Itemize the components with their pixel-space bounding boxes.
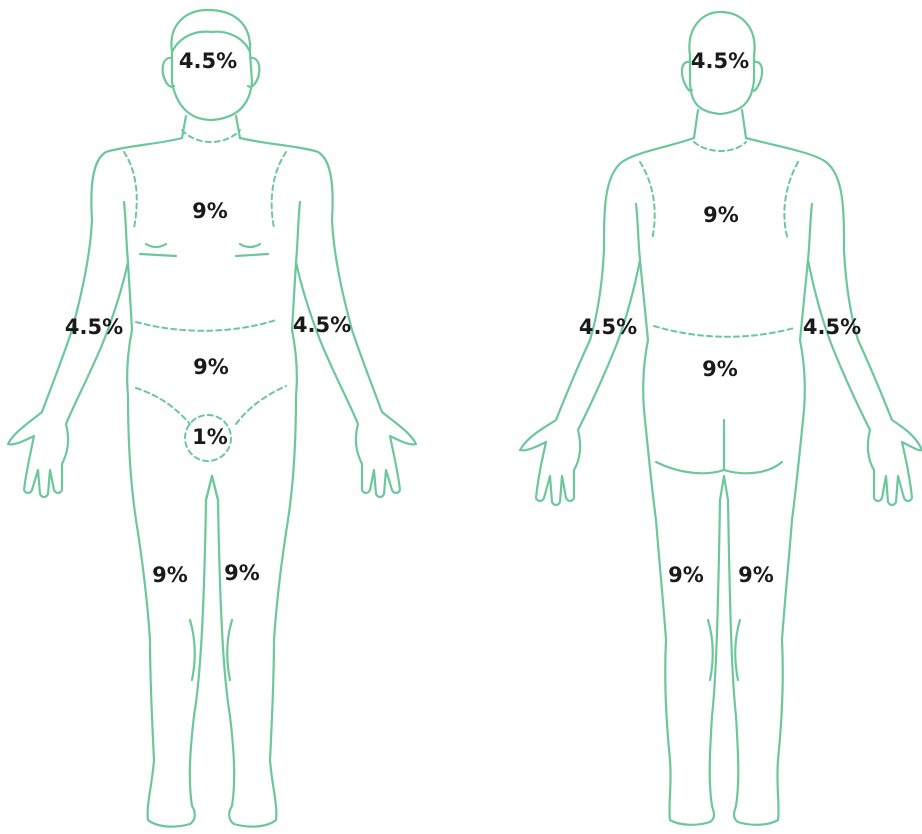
back-inner-arm-right bbox=[808, 204, 812, 260]
back-left-leg-label: 9% bbox=[738, 563, 774, 587]
front-nipple-left bbox=[146, 244, 166, 247]
back-body-outline bbox=[520, 138, 922, 825]
back-left-arm-label: 4.5% bbox=[803, 315, 861, 339]
front-left-arm-label: 4.5% bbox=[293, 313, 351, 337]
back-right-leg-label: 9% bbox=[668, 563, 704, 587]
back-knee-right bbox=[735, 620, 740, 680]
front-waist-dash bbox=[136, 320, 276, 331]
front-inner-leg bbox=[206, 476, 218, 500]
back-inner-arm-left bbox=[636, 204, 640, 260]
front-groin-dash bbox=[136, 386, 286, 424]
back-figure bbox=[520, 12, 922, 825]
front-abdomen-label: 9% bbox=[193, 355, 229, 379]
back-neck-dash bbox=[694, 142, 746, 151]
front-chest-label: 9% bbox=[192, 199, 228, 223]
back-shoulder-dash-right bbox=[784, 162, 798, 240]
back-upper-back-label: 9% bbox=[703, 203, 739, 227]
front-genitals-label: 1% bbox=[192, 425, 228, 449]
front-right-leg-label: 9% bbox=[152, 563, 188, 587]
back-waist-dash bbox=[654, 326, 794, 337]
front-nipple-right bbox=[240, 244, 260, 247]
front-right-arm-label: 4.5% bbox=[65, 315, 123, 339]
front-chest-line bbox=[140, 254, 268, 256]
back-buttock-left bbox=[656, 462, 724, 473]
back-buttock-right bbox=[724, 462, 782, 473]
front-left-leg-label: 9% bbox=[224, 561, 260, 585]
front-knee-right bbox=[227, 620, 232, 680]
back-knee-left bbox=[708, 620, 713, 680]
front-body-outline bbox=[8, 138, 416, 827]
back-shoulder-dash-left bbox=[640, 162, 655, 240]
front-inner-arm-left bbox=[124, 202, 128, 262]
front-figure bbox=[8, 10, 416, 827]
front-head-label: 4.5% bbox=[179, 49, 237, 73]
front-shoulder-dash-right bbox=[272, 152, 286, 228]
back-right-arm-label: 4.5% bbox=[579, 315, 637, 339]
back-head-label: 4.5% bbox=[691, 49, 749, 73]
front-inner-arm-right bbox=[296, 202, 300, 262]
back-lower-back-label: 9% bbox=[702, 357, 738, 381]
front-neck-dash bbox=[182, 130, 240, 142]
front-knee-left bbox=[190, 620, 195, 680]
